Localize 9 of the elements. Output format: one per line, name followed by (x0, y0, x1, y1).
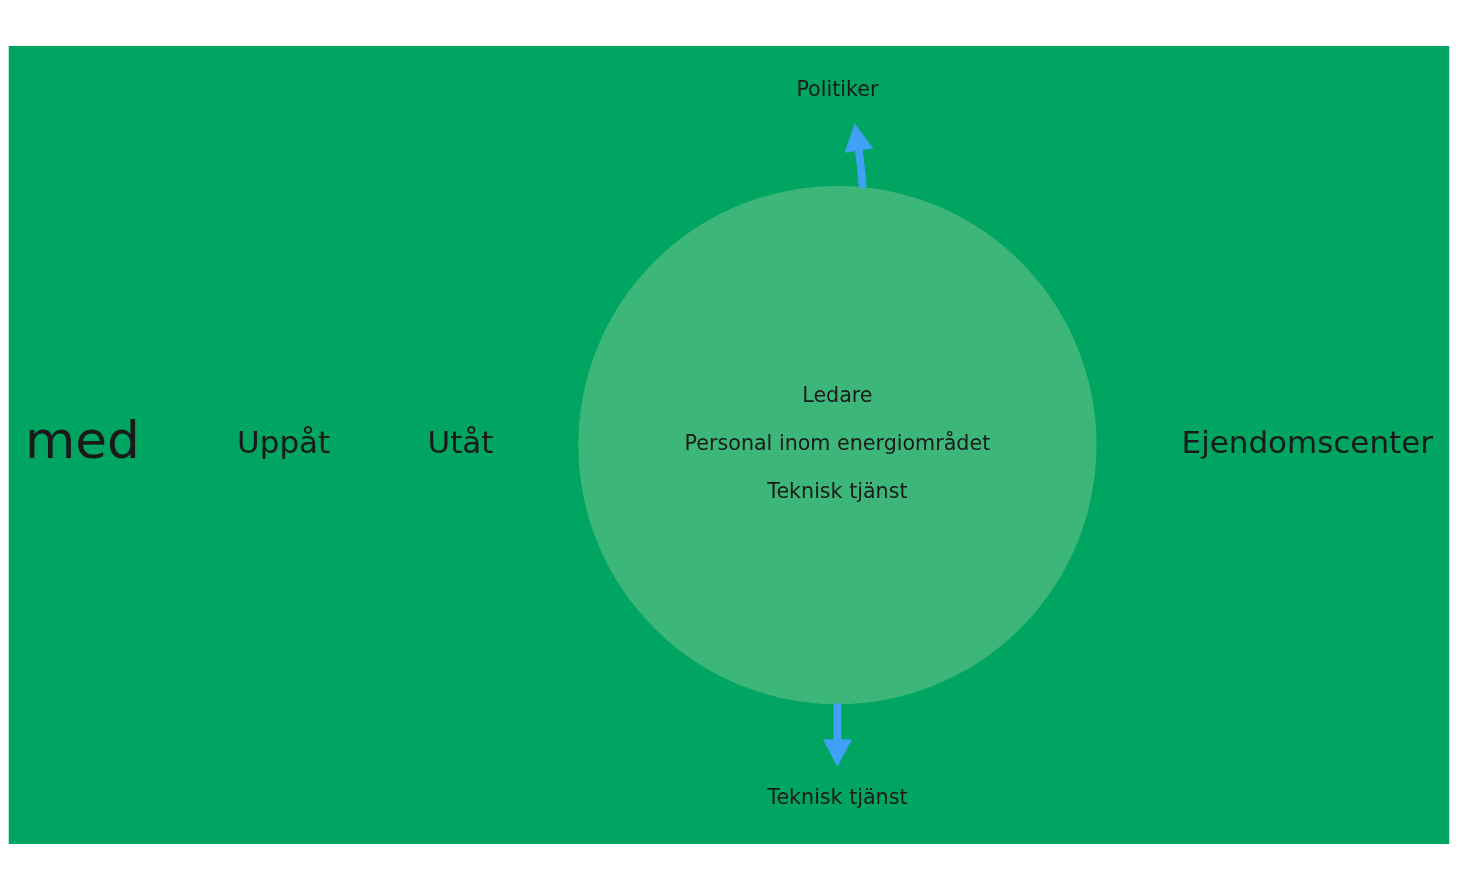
node-text: Teknisk tjänst (767, 784, 908, 809)
node-text: Politiker (796, 76, 879, 101)
arrow (822, 702, 852, 767)
label: Uppåt (237, 423, 331, 460)
label: Utåt (427, 423, 494, 460)
label: med (24, 409, 140, 470)
node-circle: Ledare Personal inom energiområdet Teknisk tjänst (578, 185, 1097, 704)
arrow (844, 122, 874, 188)
label: Ejendomscenter (1181, 423, 1433, 460)
